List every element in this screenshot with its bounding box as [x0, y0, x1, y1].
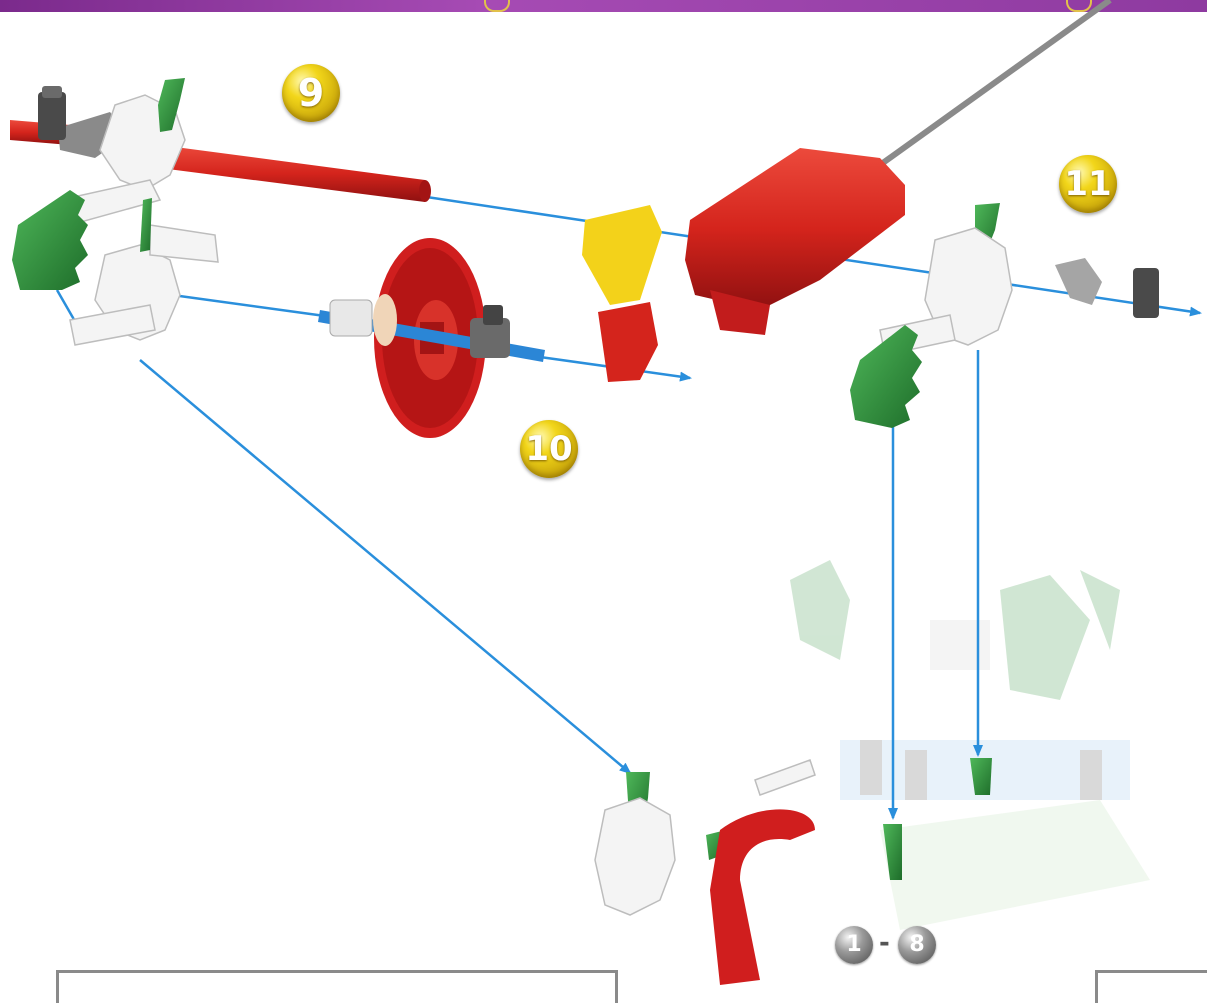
range-end-badge: 8: [898, 926, 936, 964]
green-gear-segment-left: [12, 190, 88, 290]
range-start-badge: 1: [835, 926, 873, 964]
range-separator: -: [879, 928, 890, 958]
step-11-badge: 11: [1059, 155, 1117, 213]
text-panel-right: [1095, 970, 1207, 1003]
step-9-badge: 9: [282, 64, 340, 122]
yellow-clip: [582, 205, 662, 382]
motor-cord: [880, 0, 1110, 165]
text-panel-left: [56, 970, 618, 1003]
red-curved-gear: [710, 809, 815, 985]
step-10-badge: 10: [520, 420, 578, 478]
green-gear-segment-right: [850, 325, 922, 428]
gray-clip-right: [1055, 258, 1159, 318]
red-motor: [685, 148, 905, 335]
faded-subassembly: [790, 560, 1150, 930]
